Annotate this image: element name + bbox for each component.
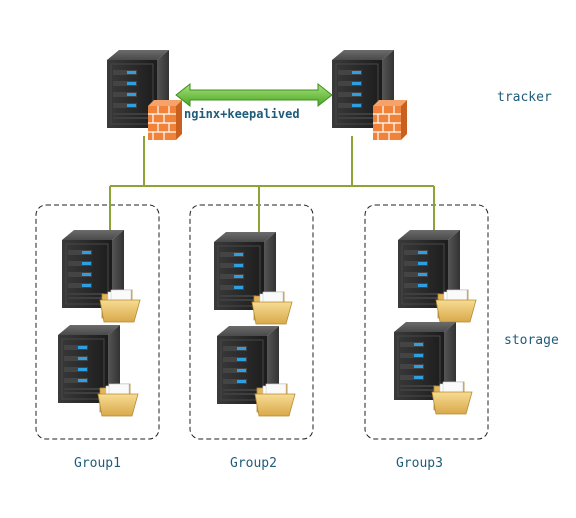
firewall-icon-left (147, 99, 183, 141)
group3-box (364, 204, 489, 440)
folder-icon (251, 291, 293, 325)
group3-label: Group3 (396, 456, 443, 471)
folder-icon (431, 381, 473, 415)
firewall-icon-right (372, 99, 408, 141)
double-arrow-icon (175, 82, 333, 108)
tracker-label: tracker (497, 90, 552, 105)
group2-label: Group2 (230, 456, 277, 471)
connection-lines (109, 136, 435, 240)
group2-box (189, 204, 314, 440)
group1-label: Group1 (74, 456, 121, 471)
storage-label: storage (504, 333, 559, 348)
folder-icon (99, 289, 141, 323)
group1-box (35, 204, 160, 440)
folder-icon (97, 383, 139, 417)
link-label: nginx+keepalived (183, 107, 301, 121)
folder-icon (435, 289, 477, 323)
folder-icon (254, 383, 296, 417)
